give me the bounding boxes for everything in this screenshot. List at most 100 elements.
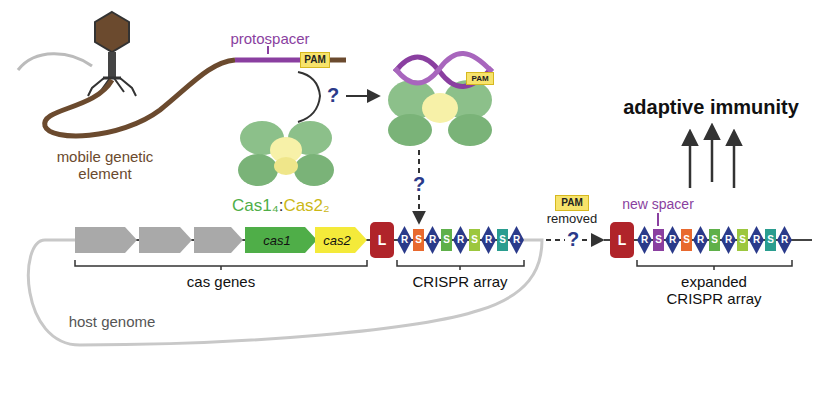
spacer-box: S [441,229,452,251]
spacer-box: S [653,229,664,251]
repeat-diamond: R [637,226,652,254]
repeat-diamond: R [481,226,496,254]
node-label: R [429,235,436,245]
shape-outline [397,226,412,254]
shape-outline [425,226,440,254]
question-mark: ? [410,174,428,194]
element-label: mobile genetic element [30,148,180,183]
host-genome-label: host genome [52,313,172,330]
up-arrow [733,132,736,188]
protospacer-label: protospacer [220,30,320,47]
node-label: cas2 [323,234,350,247]
node-label: R [753,235,760,245]
cas-gene-arrows [75,227,243,253]
shape-outline [481,226,496,254]
node-label: S [443,235,450,245]
protospacer-dna [235,58,300,63]
node-label: R [513,235,520,245]
node-label: S [683,235,690,245]
node-label: S [711,235,718,245]
node-label: R [641,235,648,245]
merge-brace [298,72,320,122]
node-label: R [401,235,408,245]
spacer-box: S [497,229,508,251]
repeat-diamond: R [425,226,440,254]
shape-outline [721,226,736,254]
removed-label: removed [532,212,612,227]
node-label: S [471,235,478,245]
cas2-label: Cas2₂ [283,196,329,216]
shape-outline [749,226,764,254]
node-label: PAM [304,55,325,65]
pam-box: PAM [555,195,589,211]
new-spacer-tick [657,213,659,226]
node-label: L [618,233,627,247]
spacer-box: S [413,229,424,251]
repeat-diamond: R [397,226,412,254]
spacer-box: S [765,229,776,251]
leader-box: L [610,222,634,258]
bracket [397,260,524,270]
node-label: R [669,235,676,245]
leader-box: L [370,222,394,258]
node-label: S [415,235,422,245]
host-genome-line [28,240,542,345]
mge-dna [45,60,235,136]
repeat-diamond: R [721,226,736,254]
binding-arrow [346,95,378,97]
shape-outline [777,226,792,254]
bracket [637,260,792,270]
cas-complex [238,121,334,186]
node-label: PAM [561,198,582,208]
spacer-box: S [709,229,720,251]
complex-label: Cas1₄:Cas2₂ [232,196,330,216]
repeat-diamond: R [665,226,680,254]
bound-complex [388,53,492,146]
node-label: L [378,233,387,247]
shape-outline [509,226,524,254]
repeat-diamond: R [777,226,792,254]
pam-box: PAM [300,52,330,68]
shape-outline [453,226,468,254]
bracket-label: cas genes [146,273,296,290]
node-label: S [655,235,662,245]
bracket [75,260,367,270]
bracket-label: expanded CRISPR array [654,273,774,308]
shape-outline [637,226,652,254]
cas1-label: Cas1₄ [232,196,279,216]
cas2-gene: cas2 [315,227,367,253]
protospacer-tick [267,46,269,54]
colon: : [279,196,284,216]
shape-outline [693,226,708,254]
spacer-box: S [737,229,748,251]
title-label: adaptive immunity [600,96,822,119]
node-label: S [739,235,746,245]
node-label: PAM [471,75,488,83]
shape-outline [665,226,680,254]
spacer-box: S [681,229,692,251]
repeat-diamond: R [453,226,468,254]
repeat-diamond: R [749,226,764,254]
mge-dna-end [330,58,346,63]
bracket-label: CRISPR array [395,273,525,290]
node-label: S [767,235,774,245]
question-mark: ? [324,84,342,107]
node-label: S [499,235,506,245]
question-mark: ? [565,229,581,249]
repeat-diamond: R [509,226,524,254]
host-dna [18,54,92,70]
up-arrow [689,132,692,188]
cas1-gene: cas1 [245,227,317,253]
spacer-box: S [469,229,480,251]
new-spacer-label: new spacer [603,196,713,212]
node-label: R [697,235,704,245]
node-label: R [781,235,788,245]
node-label: R [457,235,464,245]
node-label: R [485,235,492,245]
node-label: R [725,235,732,245]
pam-box: PAM [466,72,494,85]
shape-outline [315,227,367,253]
up-arrow [711,126,714,182]
shape-outline [245,227,317,253]
